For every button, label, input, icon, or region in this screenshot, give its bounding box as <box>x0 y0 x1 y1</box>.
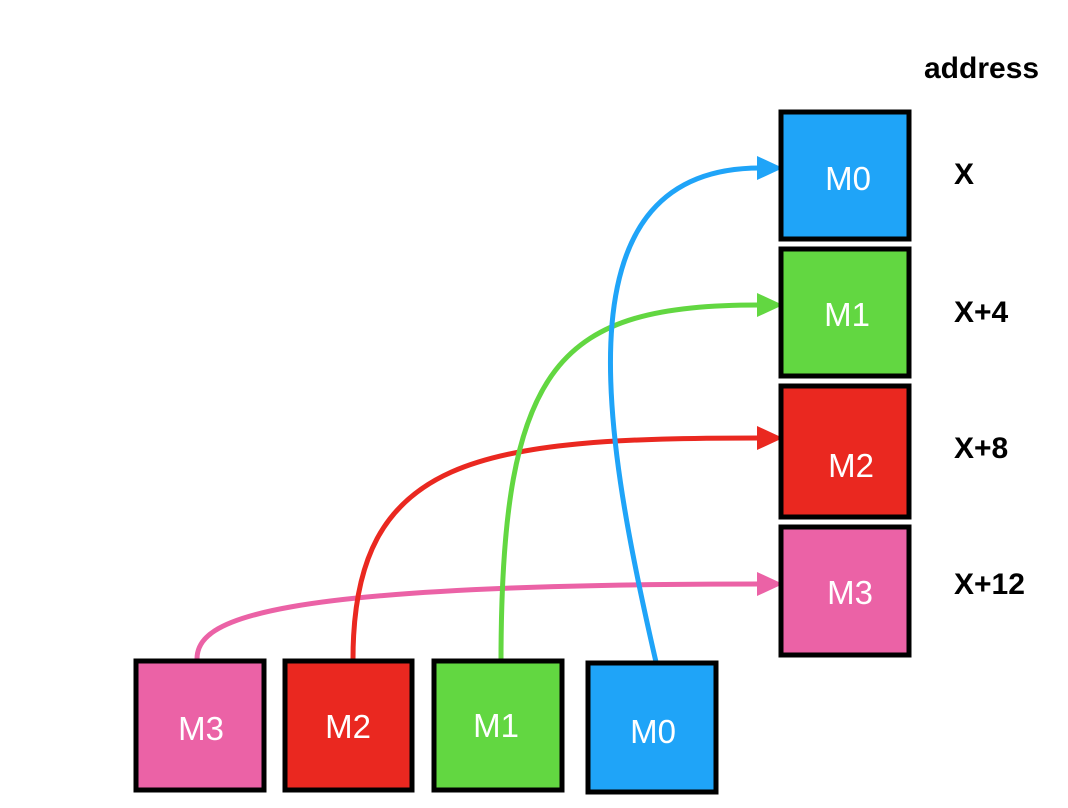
thread-cell-m1: M1 <box>431 658 565 793</box>
arrows-layer <box>194 156 783 665</box>
memory-column: M0 M1 M2 M3 <box>778 109 912 658</box>
thread-cell-m0-label: M0 <box>630 713 676 750</box>
memory-cell-m2-label: M2 <box>828 447 874 484</box>
memory-cell-m3-box <box>778 524 912 658</box>
thread-cell-m0: M0 <box>585 660 719 795</box>
arrow-m0-line <box>607 165 763 665</box>
memory-cell-m3-label: M3 <box>827 574 873 611</box>
memory-cell-m0-box <box>778 109 912 242</box>
thread-cell-m3: M3 <box>133 658 267 793</box>
memory-cell-m2-box <box>778 383 912 520</box>
thread-cell-m2: M2 <box>282 658 415 793</box>
thread-cell-m1-label: M1 <box>473 707 519 744</box>
address-header: address <box>924 52 1039 85</box>
address-label-m2: X+8 <box>954 432 1008 465</box>
memory-cell-m0-label: M0 <box>825 160 871 197</box>
arrow-m1-line <box>498 302 763 665</box>
memory-cell-m1-box <box>778 246 912 379</box>
thread-cell-m0-box <box>585 660 719 795</box>
address-label-m0: X <box>954 158 974 191</box>
thread-cell-m2-label: M2 <box>325 708 371 745</box>
memory-cell-m0: M0 <box>778 109 912 242</box>
memory-cell-m3: M3 <box>778 524 912 658</box>
arrow-m2-head <box>757 426 783 450</box>
thread-row: M3 M2 M1 M0 <box>133 658 719 795</box>
address-label-m3: X+12 <box>954 568 1025 601</box>
thread-cell-m1-box <box>431 658 565 793</box>
thread-cell-m2-box <box>282 658 415 793</box>
arrow-m3-head <box>757 572 783 596</box>
arrow-m3-line <box>194 581 763 662</box>
memory-cell-m2: M2 <box>778 383 912 520</box>
memory-cell-m1-label: M1 <box>824 296 870 333</box>
thread-cell-m3-label: M3 <box>178 710 224 747</box>
arrow-m0-head <box>757 156 783 180</box>
address-label-m1: X+4 <box>954 296 1009 329</box>
address-labels: X X+4 X+8 X+12 <box>954 158 1025 601</box>
arrow-m2-line <box>350 435 763 662</box>
thread-cell-m3-box <box>133 658 267 793</box>
arrow-m1-head <box>757 293 783 317</box>
memory-cell-m1: M1 <box>778 246 912 379</box>
